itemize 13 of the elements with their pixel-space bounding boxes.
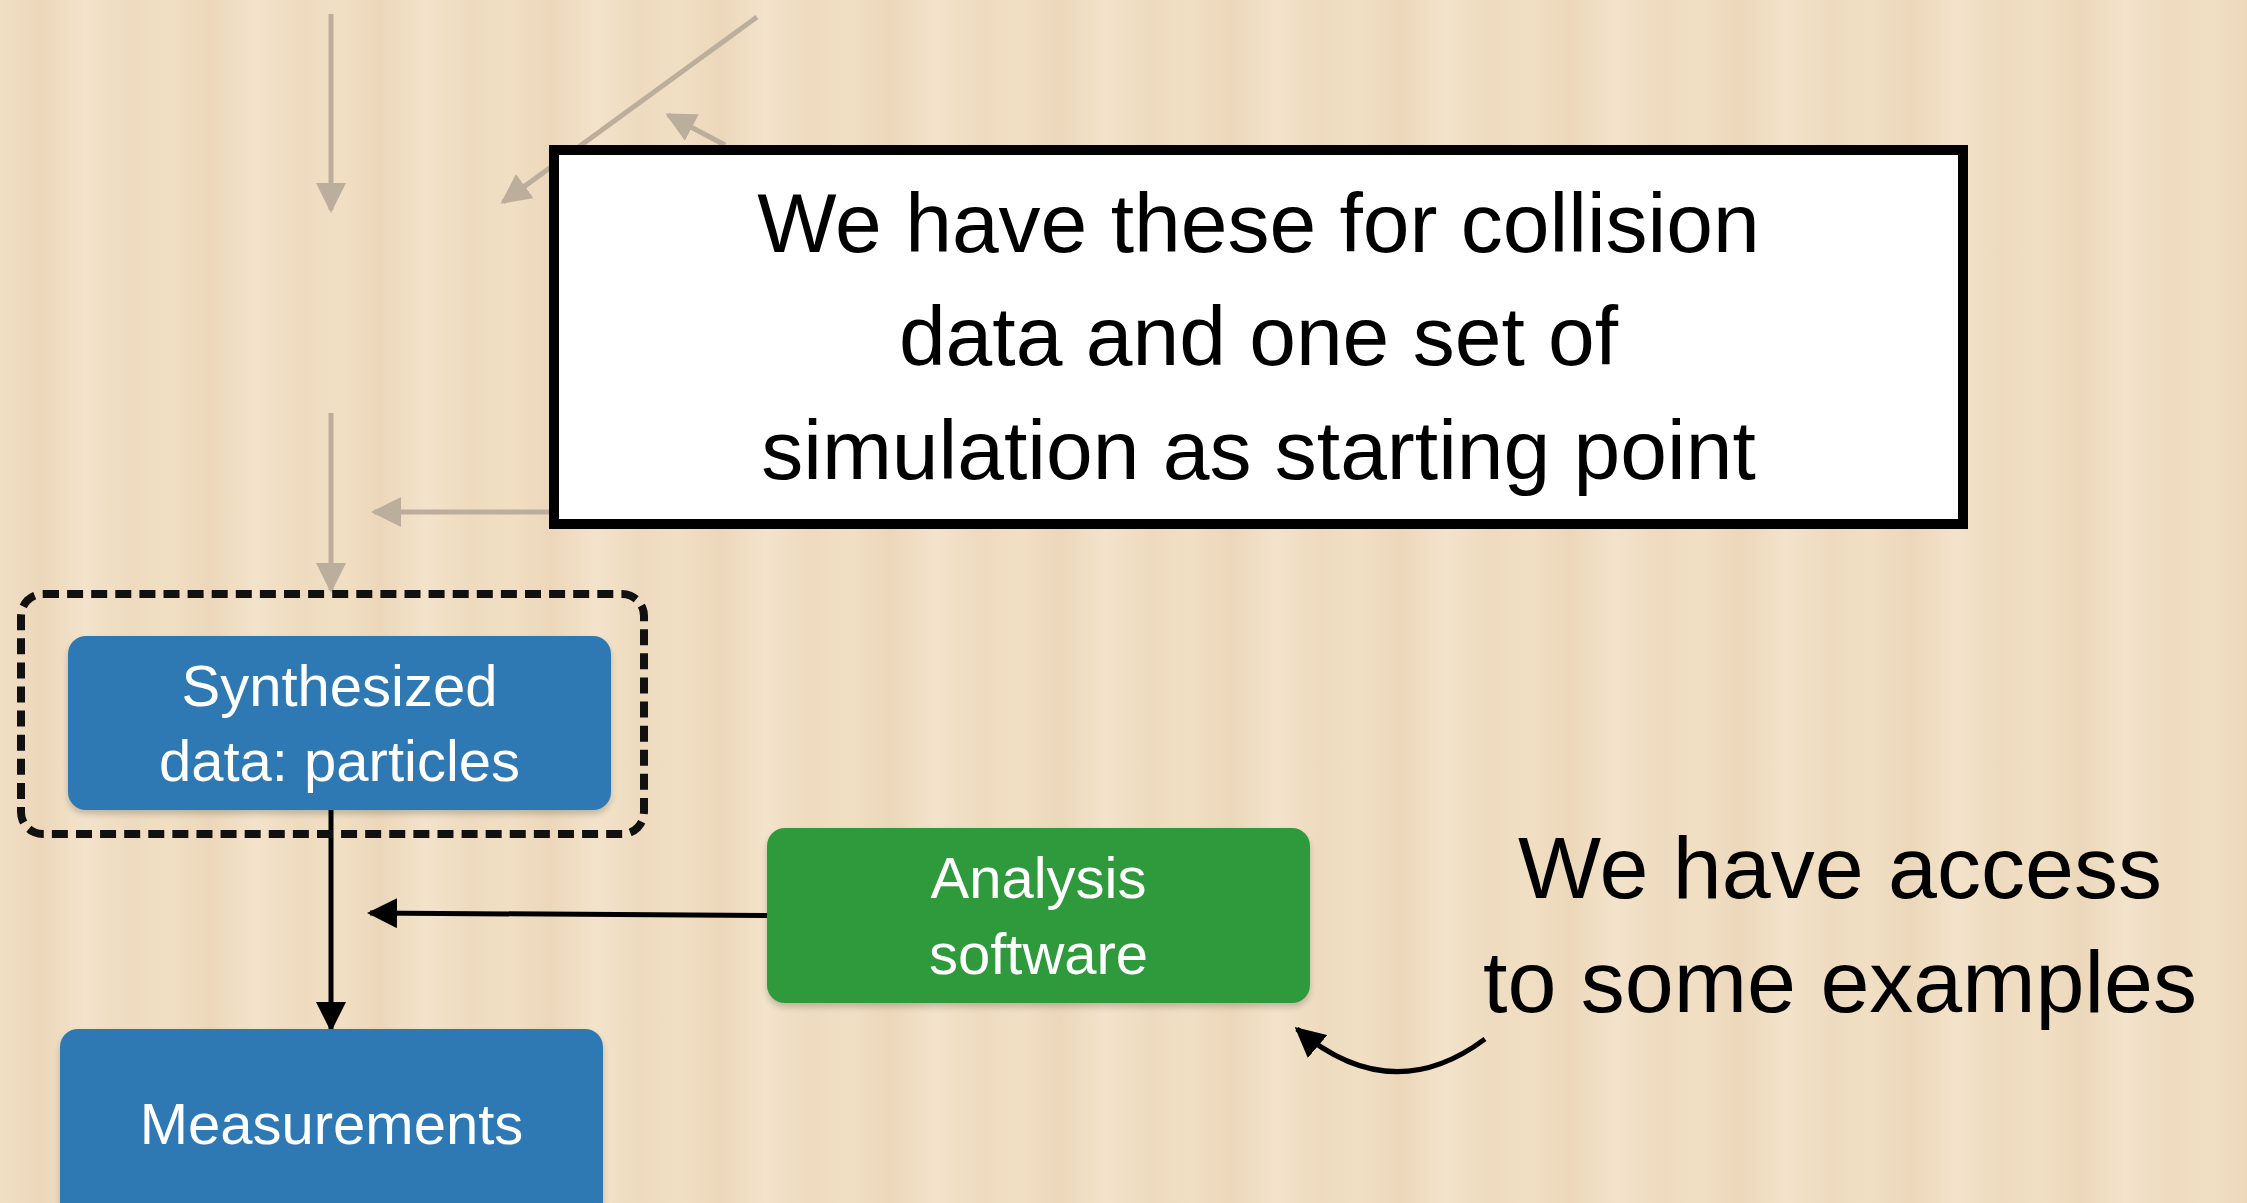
process-box: Synthesized data: particles [68,636,611,810]
callout-box: We have these for collision data and one set of simulation as starting point [549,145,1968,529]
process-box: Analysis software [767,828,1310,1003]
arrow [500,15,759,204]
annotation-text: We have access to some examples [1440,805,2240,1045]
arrow [316,413,346,593]
dashed-group-box [17,590,648,838]
arrow [665,112,727,148]
arrow [367,898,767,929]
process-box: Measurements [60,1029,603,1203]
arrow [316,810,346,1032]
arrow [371,497,549,527]
curved-arrow [1294,1027,1487,1074]
